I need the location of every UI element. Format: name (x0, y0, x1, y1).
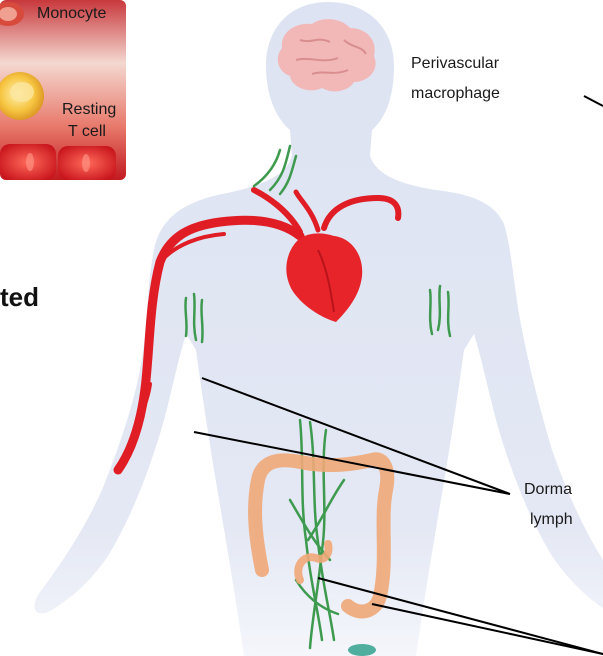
perivascular-label: Perivascular (411, 54, 499, 74)
macrophage-label: macrophage (411, 84, 500, 104)
t-cell-label: T cell (68, 122, 106, 142)
monocyte-label: Monocyte (37, 4, 106, 24)
resting-label: Resting (62, 100, 116, 120)
bladder (348, 644, 376, 656)
lymph-label: lymph (530, 510, 573, 530)
cell-inset (0, 0, 126, 180)
dorma-label: Dorma (524, 480, 572, 500)
heading-fragment: ted (0, 282, 39, 313)
